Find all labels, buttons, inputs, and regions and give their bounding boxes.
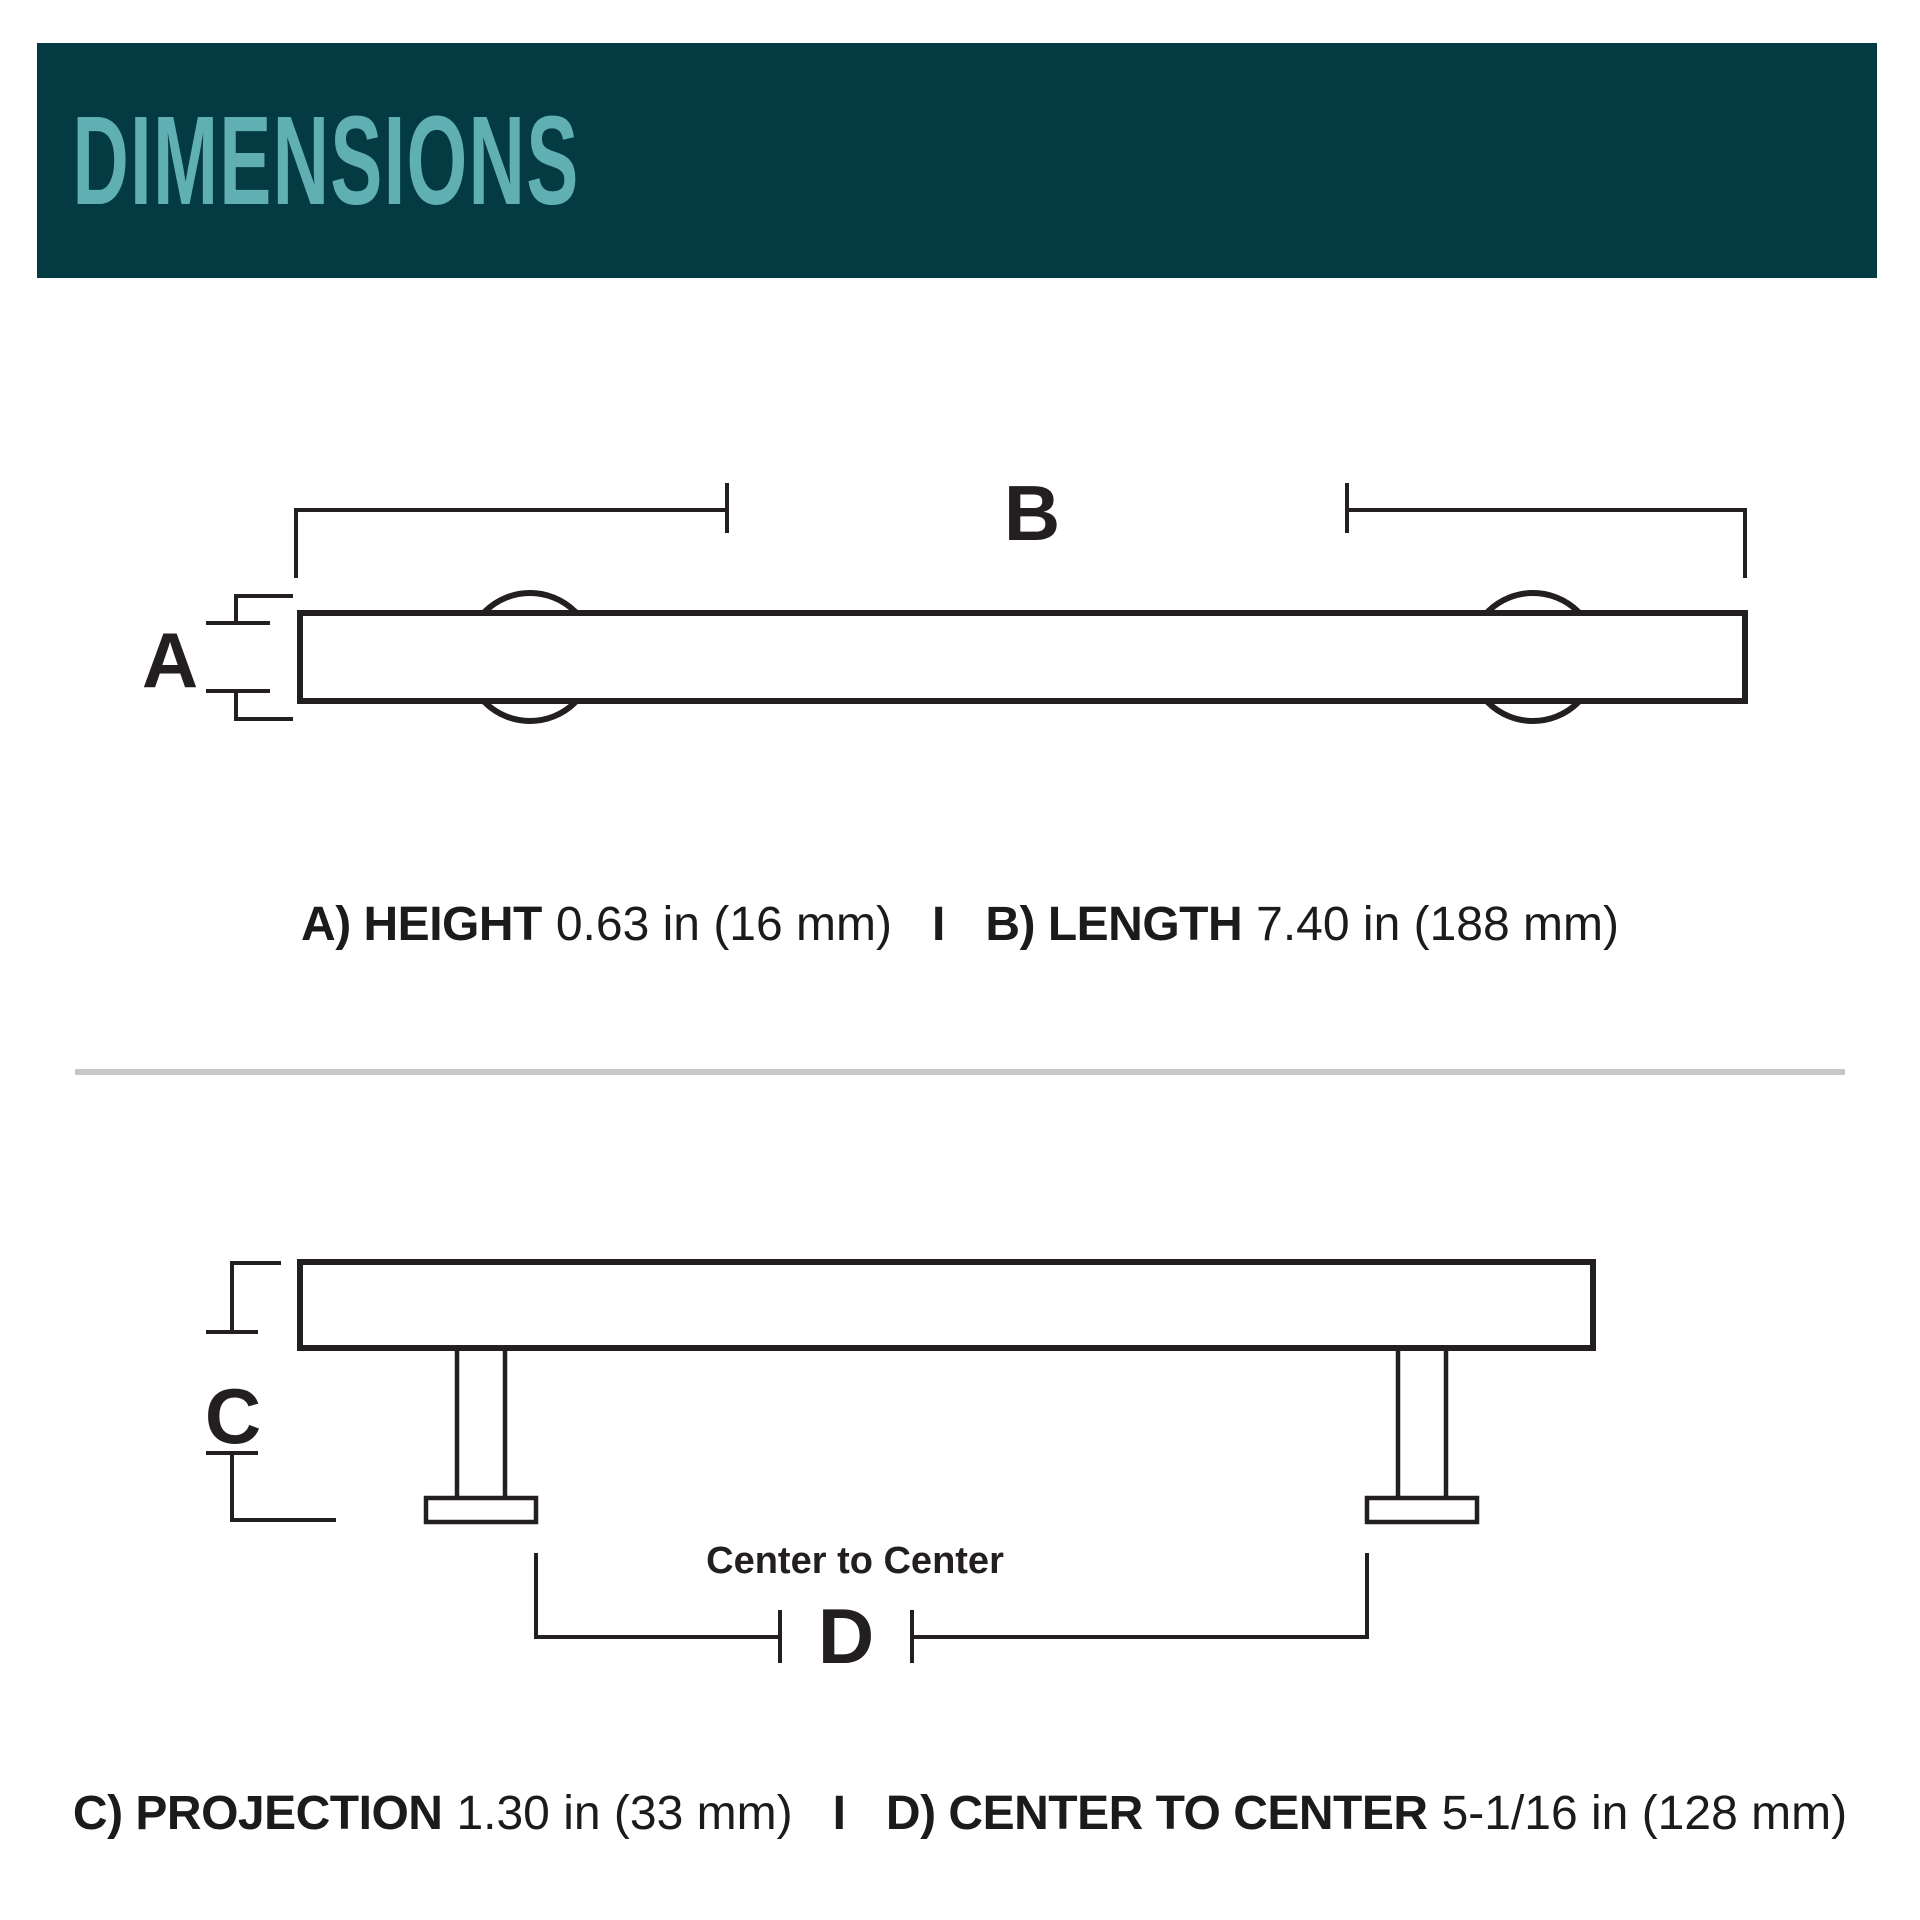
caption-d-label: D) CENTER TO CENTER: [885, 1787, 1428, 1840]
caption-a-value: 0.63 in (16 mm): [555, 898, 892, 951]
caption-separator: I: [832, 1787, 846, 1840]
page-title: DIMENSIONS: [72, 89, 580, 231]
dim-label-d: D: [818, 1592, 874, 1680]
handle-side-view: C D Center to Center: [205, 1259, 1596, 1680]
dim-bracket-c: [206, 1261, 336, 1522]
section-divider: [75, 1069, 1845, 1075]
caption-c-value: 1.30 in (33 mm): [456, 1787, 793, 1840]
dim-label-a: A: [142, 616, 198, 704]
center-to-center-note: Center to Center: [706, 1540, 1004, 1582]
dim-line-b: [294, 483, 1747, 578]
caption-d-value: 5-1/16 in (128 mm): [1441, 1787, 1848, 1840]
caption-a-label: A) HEIGHT: [301, 898, 542, 951]
post-flange-left: [423, 1495, 539, 1525]
top-caption: A) HEIGHT 0.63 in (16 mm) I B) LENGTH 7.…: [0, 897, 1920, 952]
header-band: DIMENSIONS: [37, 43, 1877, 278]
dim-label-c: C: [205, 1372, 261, 1460]
caption-c-label: C) PROJECTION: [72, 1787, 443, 1840]
caption-b-value: 7.40 in (188 mm): [1256, 898, 1619, 951]
bottom-caption: C) PROJECTION 1.30 in (33 mm) I D) CENTE…: [0, 1786, 1920, 1841]
dim-line-d: [534, 1553, 1369, 1663]
handle-bar-side-view: [297, 1259, 1596, 1351]
handle-top-view: B A: [142, 469, 1748, 724]
caption-separator: I: [931, 898, 946, 951]
screw-post-left: [454, 1345, 508, 1503]
screw-post-right: [1395, 1345, 1449, 1503]
dim-bracket-a: [206, 594, 293, 721]
caption-b-label: B) LENGTH: [985, 898, 1243, 951]
post-flange-right: [1364, 1495, 1480, 1525]
dim-label-b: B: [1004, 469, 1060, 557]
handle-bar-top-view: [297, 610, 1748, 704]
